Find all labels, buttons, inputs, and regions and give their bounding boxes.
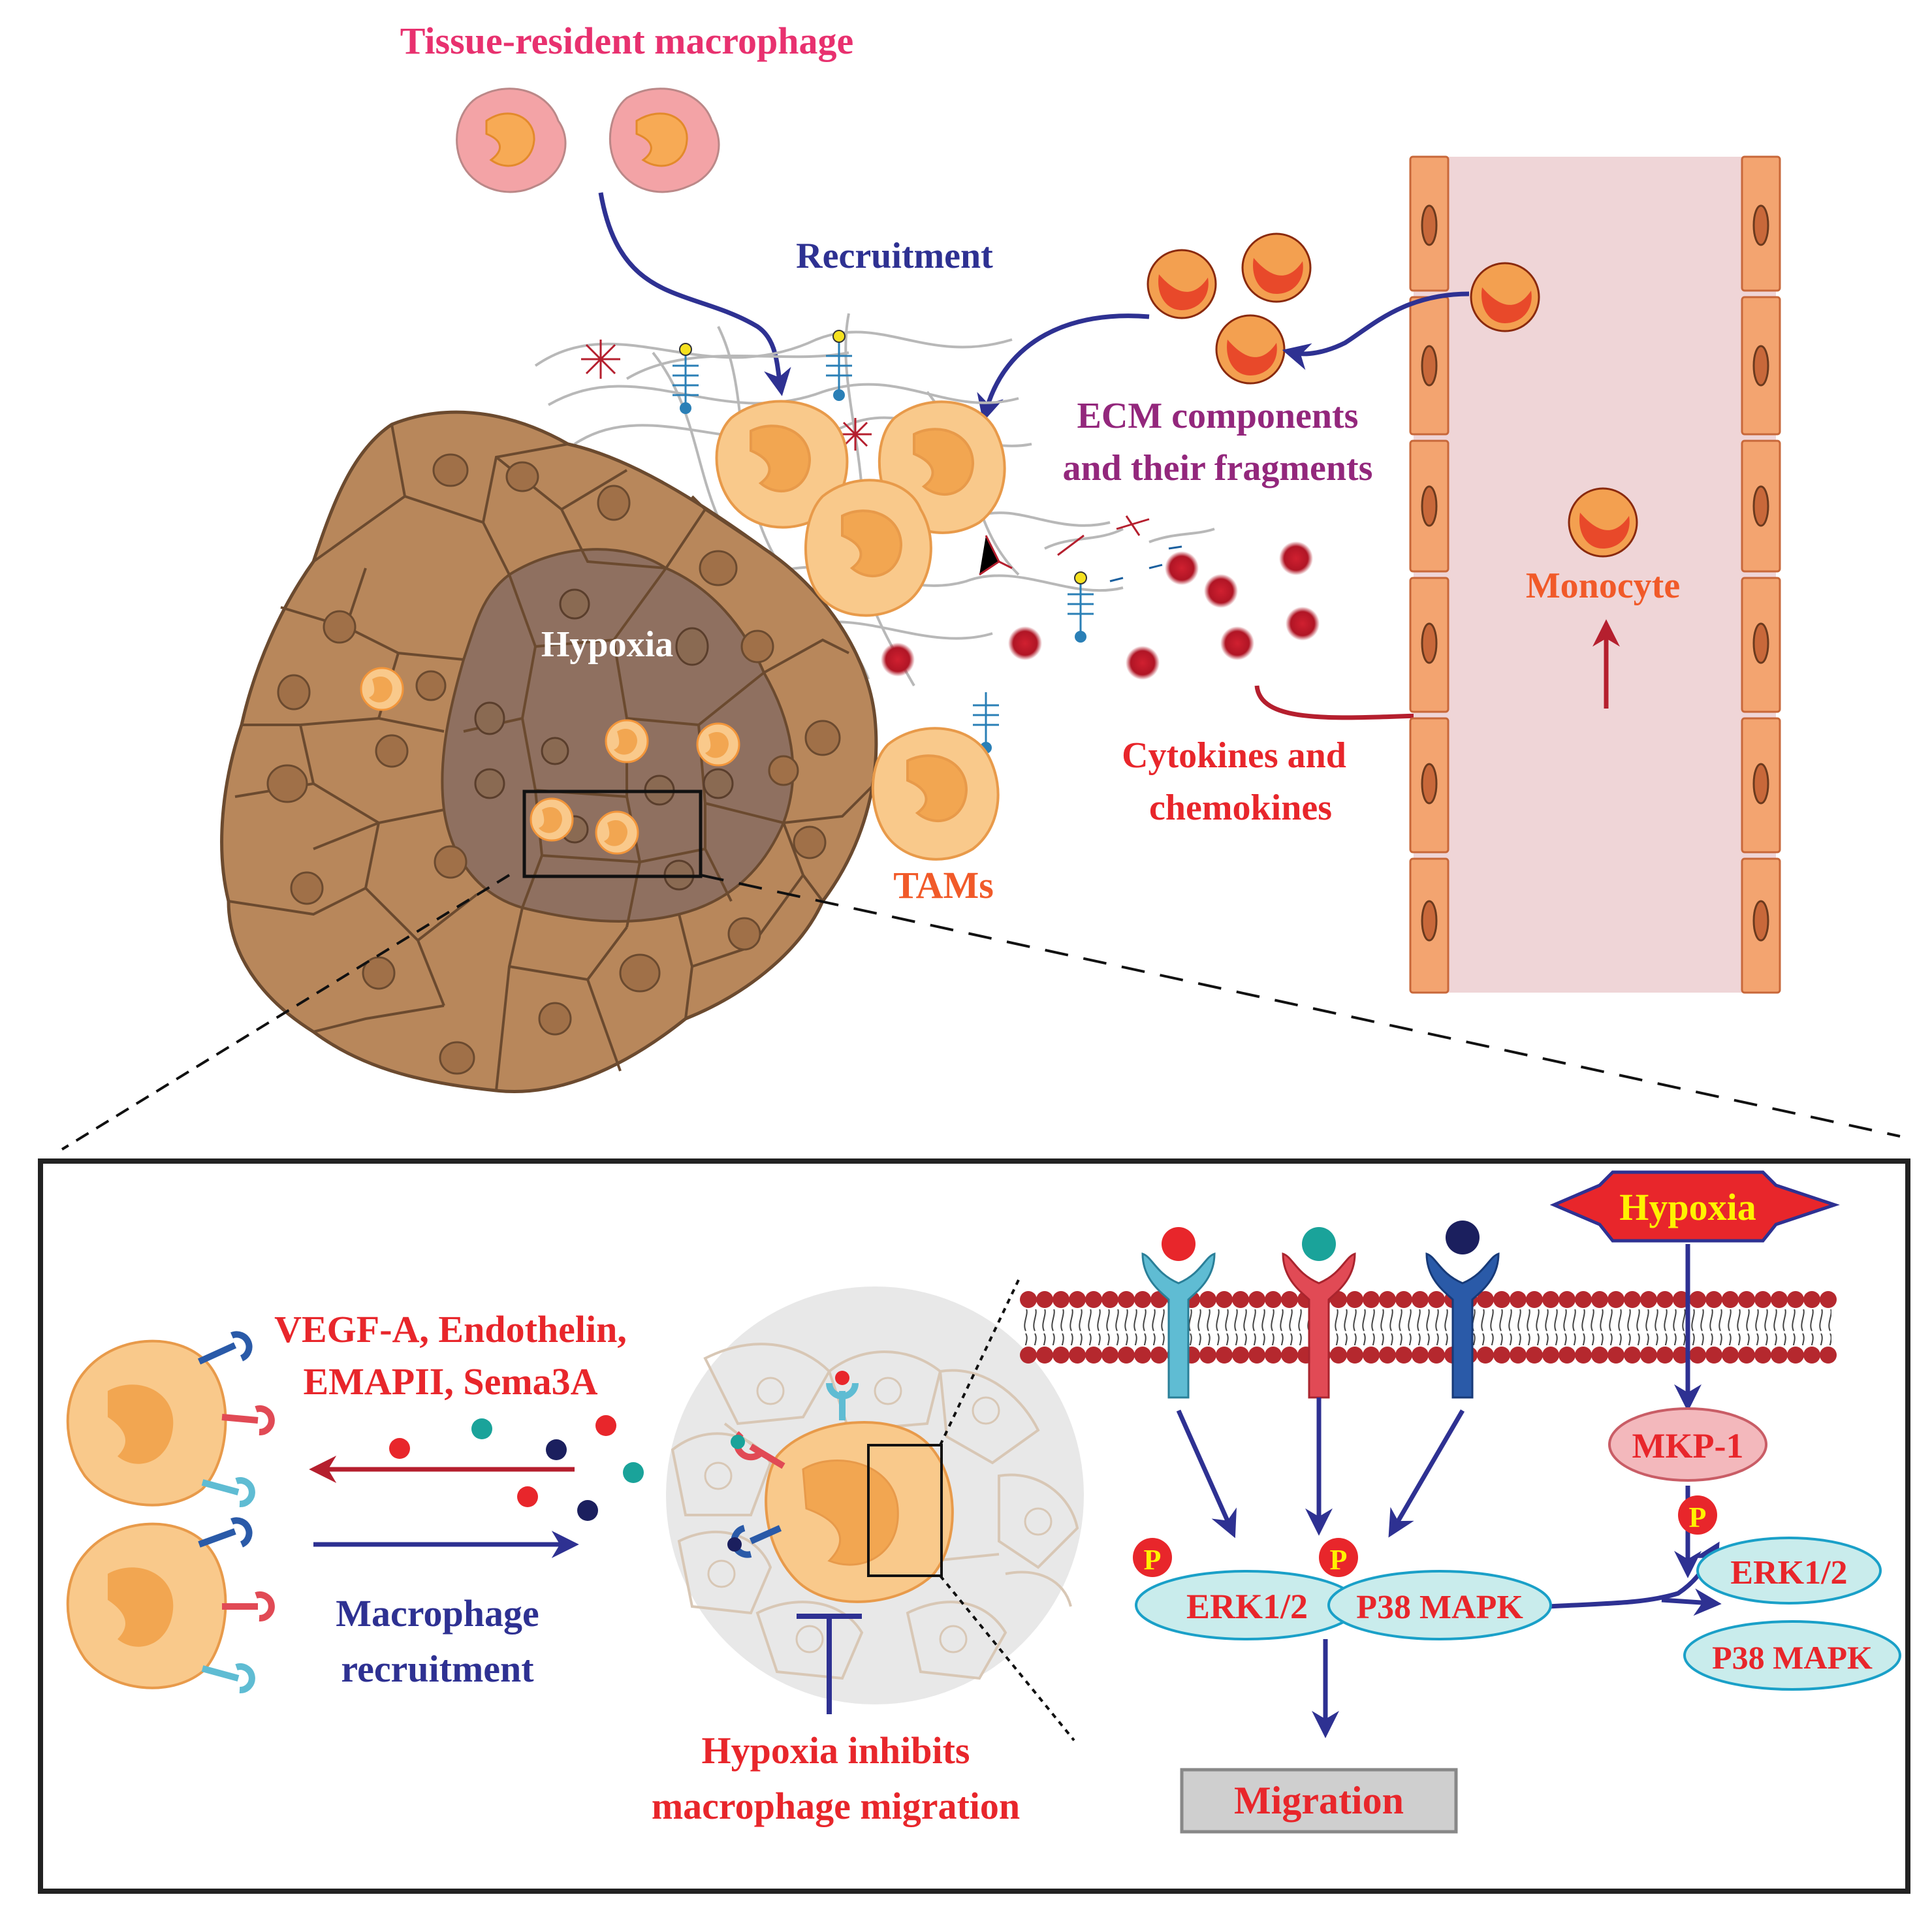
- erk-right-node: [1696, 1537, 1882, 1605]
- ecm-label-line2: and their fragments: [1063, 448, 1373, 488]
- hypoxia-inhibits-line1: Hypoxia inhibits: [702, 1729, 970, 1772]
- tumor-mass: [220, 410, 878, 1094]
- macrophage-recruitment-line2: recruitment: [341, 1648, 534, 1690]
- membrane-zoom-line-bottom: [939, 1574, 1075, 1742]
- svg-text:P: P: [1144, 1544, 1162, 1576]
- hypoxia-inhibits-line2: macrophage migration: [652, 1785, 1020, 1827]
- cytokines-label-line2: chemokines: [1149, 788, 1332, 828]
- macrophage-recruitment-line1: Macrophage: [336, 1592, 539, 1635]
- migration-label: Migration: [1234, 1779, 1404, 1822]
- factors-label-line2: EMAPII, Sema3A: [303, 1360, 597, 1403]
- erk-left-label: ERK1/2: [1186, 1587, 1308, 1626]
- macrophage-with-receptors-1: [66, 1331, 275, 1507]
- migration-box: [1180, 1768, 1458, 1834]
- arrow-blue-to-p38: [1388, 1409, 1465, 1538]
- recruitment-arrow-right: [977, 313, 1150, 423]
- receptor-red: [1282, 1227, 1356, 1399]
- ecm-label-line1: ECM components: [1077, 396, 1359, 436]
- arrow-cyan-to-erk: [1176, 1409, 1237, 1539]
- p38-right-node: [1683, 1620, 1901, 1691]
- monocyte-extravasation-arrow: [1282, 291, 1470, 370]
- arrow-dephospho-products: [1661, 1588, 1722, 1616]
- ecm-fragments: [581, 330, 1182, 754]
- zoom-line-left: [61, 874, 511, 1151]
- svg-text:P: P: [1689, 1501, 1707, 1533]
- zoom-box: [522, 790, 703, 878]
- factors-label-line1: VEGF-A, Endothelin,: [274, 1308, 627, 1350]
- monocytes: [1147, 232, 1638, 558]
- p38-left-node: [1327, 1570, 1552, 1640]
- tams: [715, 400, 1006, 861]
- mkp1-label: MKP-1: [1632, 1426, 1744, 1465]
- monocyte-label: Monocyte: [1526, 566, 1680, 606]
- tams-label: TAMs: [893, 864, 994, 906]
- cytokines-label-line1: Cytokines and: [1122, 735, 1346, 776]
- inhibition-symbol: [797, 1614, 862, 1714]
- hypoxia-region-label: Hypoxia: [541, 624, 673, 665]
- receptor-blue: [1425, 1221, 1500, 1399]
- tissue-resident-label: Tissue-resident macrophage: [400, 20, 853, 62]
- cell-membrane: [1020, 1291, 1837, 1364]
- erk-right-label: ERK1/2: [1730, 1554, 1847, 1591]
- p38-right-label: P38 MAPK: [1712, 1639, 1873, 1676]
- blood-vessel: [1409, 155, 1781, 994]
- membrane-zoom-box: [867, 1444, 943, 1577]
- p38-left-label: P38 MAPK: [1356, 1589, 1523, 1626]
- hypoxia-banner-label: Hypoxia: [1619, 1186, 1756, 1228]
- zoom-line-right: [700, 874, 1901, 1138]
- hypoxia-banner: [1549, 1170, 1840, 1243]
- phospho-p38-left: P: [1319, 1538, 1358, 1577]
- macrophage-with-receptors-2: [66, 1517, 275, 1693]
- tissue-resident-macrophages: [456, 88, 720, 193]
- phospho-released: P: [1678, 1495, 1717, 1535]
- recruitment-label: Recruitment: [796, 236, 993, 276]
- hypoxic-tissue: [666, 1286, 1084, 1704]
- receptor-cyan: [1141, 1227, 1216, 1399]
- phospho-erk-left: P: [1133, 1538, 1172, 1577]
- mkp1-node: [1608, 1407, 1767, 1482]
- chemokine-dots: [389, 1415, 644, 1521]
- svg-text:P: P: [1330, 1544, 1348, 1576]
